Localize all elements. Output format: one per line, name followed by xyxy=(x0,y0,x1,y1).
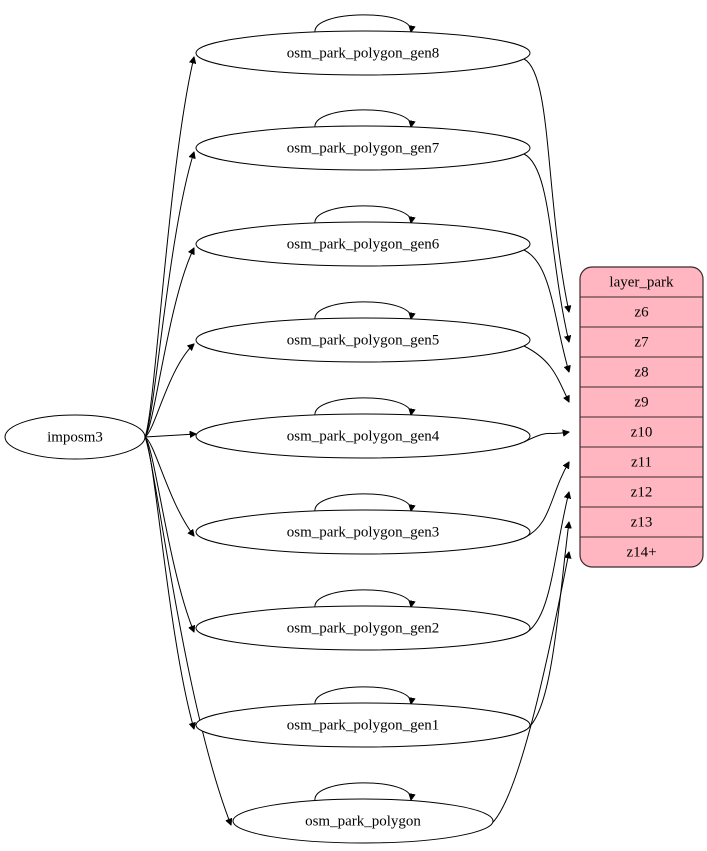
table-row-z11[interactable] xyxy=(580,446,703,478)
table-row-z9[interactable] xyxy=(580,386,703,418)
self-loop-gen4 xyxy=(314,397,411,416)
table-row-label-z14+: z14+ xyxy=(626,544,656,560)
node-label-imposm3: imposm3 xyxy=(47,429,103,445)
self-loop-gen5 xyxy=(314,301,411,320)
self-loop-gen3 xyxy=(314,493,411,512)
edge-imposm3-to-gen5 xyxy=(144,344,194,438)
edge-layer xyxy=(144,14,569,828)
node-gen8[interactable] xyxy=(195,30,531,76)
self-loop-base xyxy=(314,782,411,801)
edge-imposm3-to-gen6 xyxy=(144,248,194,438)
node-label-gen2: osm_park_polygon_gen2 xyxy=(287,620,439,636)
node-label-base: osm_park_polygon xyxy=(305,813,421,829)
layer-park-table: layer_park z6 z7 z8 z9 z10 z11 z12 z13 z14+ xyxy=(580,267,703,567)
node-label-gen6: osm_park_polygon_gen6 xyxy=(287,236,440,252)
edge-gen5-to-z9 xyxy=(523,345,569,402)
edge-imposm3-to-gen3 xyxy=(144,436,194,536)
node-gen2[interactable] xyxy=(195,605,531,651)
edge-gen2-to-z12 xyxy=(523,492,569,635)
edge-base-to-z14+ xyxy=(486,552,569,828)
node-label-gen7: osm_park_polygon_gen7 xyxy=(287,140,440,156)
self-loop-gen8 xyxy=(314,14,411,33)
edge-gen4-to-z10 xyxy=(523,432,569,443)
self-loop-gen6 xyxy=(314,205,411,224)
table-row-label-z12: z12 xyxy=(631,484,653,500)
self-loop-gen2 xyxy=(314,589,411,608)
node-gen6[interactable] xyxy=(195,221,531,267)
table-row-z14+[interactable] xyxy=(580,536,703,567)
edge-imposm3-to-gen4 xyxy=(144,434,196,437)
table-row-label-z9: z9 xyxy=(634,394,648,410)
node-gen7[interactable] xyxy=(195,125,531,171)
node-gen3[interactable] xyxy=(195,509,531,555)
edge-gen7-to-z7 xyxy=(523,153,569,342)
edge-gen6-to-z8 xyxy=(523,249,569,372)
table-row-label-z8: z8 xyxy=(634,364,648,380)
node-label-gen1: osm_park_polygon_gen1 xyxy=(287,717,439,733)
table-row-z12[interactable] xyxy=(580,476,703,508)
table-outline xyxy=(579,266,704,568)
table-row-label-z11: z11 xyxy=(631,454,652,470)
edge-imposm3-to-gen2 xyxy=(144,436,194,632)
node-gen5[interactable] xyxy=(195,317,531,363)
edge-imposm3-to-base xyxy=(144,436,231,825)
table-row-z7[interactable] xyxy=(580,326,703,358)
table-row-label-z7: z7 xyxy=(634,334,649,350)
edge-gen8-to-z6 xyxy=(523,58,569,312)
node-layer: imposm3 osm_park_polygon_gen8 osm_park_pol… xyxy=(4,30,531,844)
edge-imposm3-to-gen1 xyxy=(144,436,194,729)
table-row-z13[interactable] xyxy=(580,506,703,538)
edge-imposm3-to-gen8 xyxy=(144,57,194,438)
table-layer: layer_park z6 z7 z8 z9 z10 z11 z12 z13 z14+ xyxy=(579,266,704,568)
node-label-gen3: osm_park_polygon_gen3 xyxy=(287,524,439,540)
edge-gen1-to-z13 xyxy=(523,522,569,732)
self-loop-gen7 xyxy=(314,109,411,128)
node-label-gen4: osm_park_polygon_gen4 xyxy=(287,428,440,444)
node-base[interactable] xyxy=(232,798,494,844)
node-gen1[interactable] xyxy=(195,702,531,748)
edge-imposm3-to-gen7 xyxy=(144,152,194,438)
table-row-label-z13: z13 xyxy=(631,514,653,530)
node-label-gen8: osm_park_polygon_gen8 xyxy=(287,45,439,61)
table-row-z10[interactable] xyxy=(580,416,703,448)
node-label-gen5: osm_park_polygon_gen5 xyxy=(287,332,439,348)
self-loop-gen1 xyxy=(314,686,411,705)
table-header-label: layer_park xyxy=(609,274,674,290)
table-row-label-z10: z10 xyxy=(631,424,653,440)
node-gen4[interactable] xyxy=(195,413,531,459)
node-imposm3[interactable] xyxy=(4,414,146,460)
table-row-label-z6: z6 xyxy=(634,304,649,320)
edge-gen3-to-z11 xyxy=(523,462,569,539)
